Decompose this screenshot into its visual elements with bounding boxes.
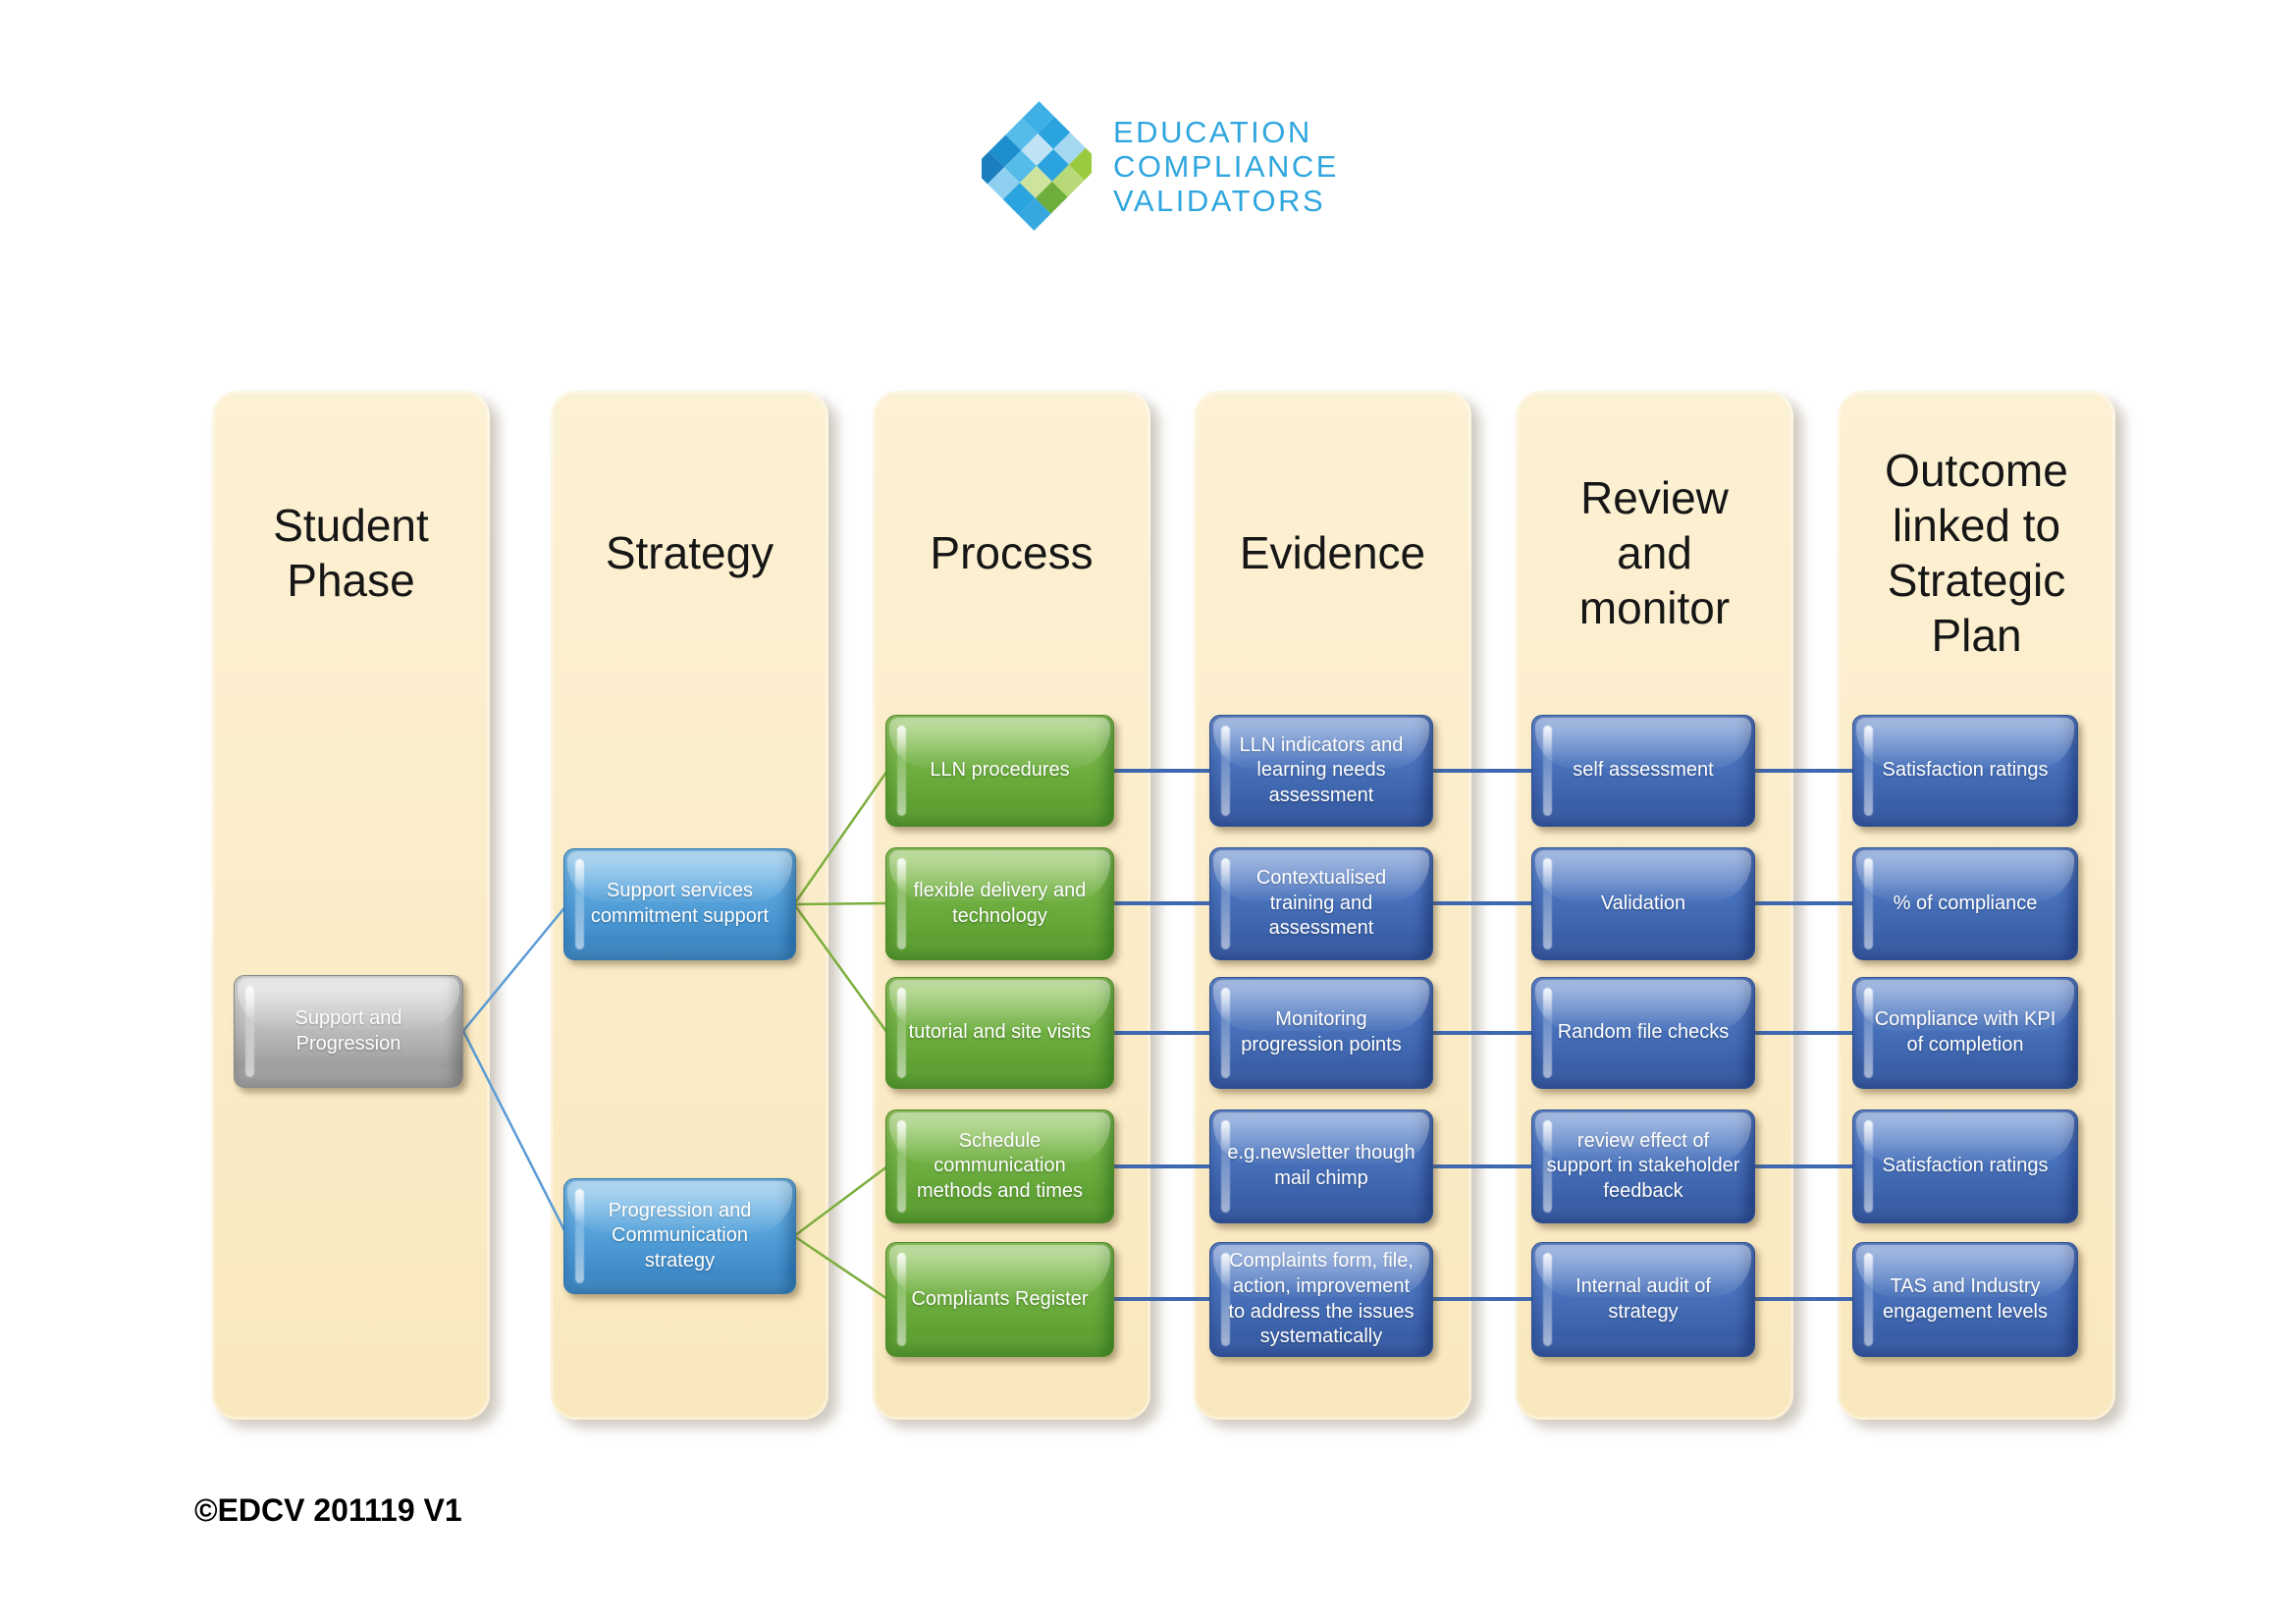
- node-review-stakeholder-feedback: review effect of support in stakeholder …: [1531, 1110, 1755, 1223]
- node-review-self-assessment: self assessment: [1531, 715, 1755, 827]
- node-progression-and-communication-strategy: Progression and Communication strategy: [563, 1178, 796, 1294]
- node-support-and-progression: Support and Progression: [234, 975, 463, 1088]
- node-outcome-kpi-completion: Compliance with KPI of completion: [1852, 977, 2078, 1089]
- logo-wordmark: EDUCATION COMPLIANCE VALIDATORS: [1113, 114, 1339, 218]
- logo-diamond-mosaic-icon: [982, 101, 1092, 231]
- node-outcome-satisfaction-ratings-1: Satisfaction ratings: [1852, 715, 2078, 827]
- column-title-student-phase: Student Phase: [273, 499, 429, 606]
- node-process-schedule-communication: Schedule communication methods and times: [885, 1110, 1114, 1223]
- node-evidence-monitoring-progression: Monitoring progression points: [1209, 977, 1433, 1089]
- column-student-phase: Student Phase: [212, 391, 490, 1420]
- node-review-random-file-checks: Random file checks: [1531, 977, 1755, 1089]
- node-evidence-lln-indicators: LLN indicators and learning needs assess…: [1209, 715, 1433, 827]
- node-process-tutorial-site-visits: tutorial and site visits: [885, 977, 1114, 1089]
- node-outcome-tas-industry-engagement: TAS and Industry engagement levels: [1852, 1242, 2078, 1357]
- column-title-outcome: Outcome linked to Strategic Plan: [1885, 444, 2068, 662]
- node-outcome-satisfaction-ratings-2: Satisfaction ratings: [1852, 1110, 2078, 1223]
- node-review-internal-audit: Internal audit of strategy: [1531, 1242, 1755, 1357]
- node-review-validation: Validation: [1531, 847, 1755, 960]
- column-title-strategy: Strategy: [605, 526, 774, 578]
- node-process-flexible-delivery: flexible delivery and technology: [885, 847, 1114, 960]
- node-evidence-contextualised-training: Contextualised training and assessment: [1209, 847, 1433, 960]
- footer-version: ©EDCV 201119 V1: [194, 1492, 462, 1528]
- node-outcome-percent-compliance: % of compliance: [1852, 847, 2078, 960]
- node-support-services-commitment-support: Support services commitment support: [563, 848, 796, 960]
- node-evidence-complaints-form: Complaints form, file, action, improveme…: [1209, 1242, 1433, 1357]
- node-process-lln-procedures: LLN procedures: [885, 715, 1114, 827]
- logo: EDUCATION COMPLIANCE VALIDATORS: [982, 98, 1339, 234]
- node-process-compliants-register: Compliants Register: [885, 1242, 1114, 1357]
- column-title-process: Process: [930, 526, 1094, 578]
- node-evidence-newsletter-mailchimp: e.g.newsletter though mail chimp: [1209, 1110, 1433, 1223]
- column-title-review-and-monitor: Review and monitor: [1578, 471, 1731, 634]
- column-title-evidence: Evidence: [1239, 526, 1426, 578]
